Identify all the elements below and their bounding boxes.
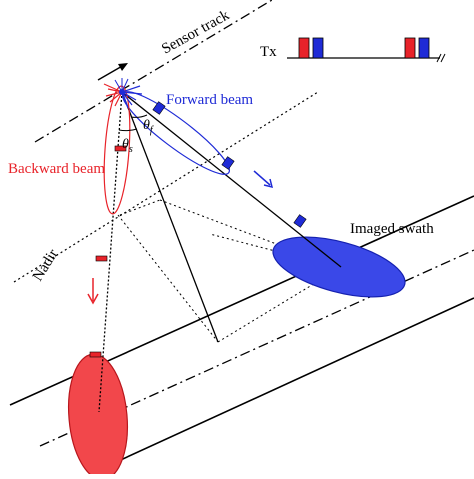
forward-pulse-2: [221, 156, 235, 170]
nadir-label: Nadir: [30, 247, 62, 284]
forward-pulse-3: [293, 214, 307, 228]
ground-projection-1: [117, 214, 219, 343]
center-beam-line: [121, 91, 219, 343]
sensor-track-label: Sensor track: [159, 7, 232, 57]
tx-pulse-train: [287, 37, 446, 63]
tx-break-icon: [436, 53, 446, 63]
sensor-antenna-icon: [103, 78, 143, 109]
backward-pulse-1: [114, 145, 127, 152]
theta-f-arc: [130, 114, 148, 118]
ground-projection-4: [119, 199, 161, 216]
backward-beam-lobe: [103, 85, 131, 215]
backward-pulse-2: [95, 255, 108, 262]
forward-pulse-1: [152, 101, 166, 115]
forward-beam-line: [121, 91, 342, 268]
track-direction-arrow-icon: [97, 63, 128, 81]
theta-s-label: θs: [122, 137, 133, 155]
tx-pulse-blue-1: [312, 37, 324, 59]
swath-rail-inner: [89, 297, 474, 475]
theta-s-arc: [118, 128, 138, 132]
backward-footprint: [67, 353, 129, 479]
backward-pulse-3: [89, 351, 102, 358]
forward-footprint: [272, 236, 406, 298]
theta-f-label: θf: [143, 118, 154, 136]
ground-projection-5: [209, 233, 341, 269]
backward-beam-line: [98, 91, 123, 413]
tx-pulse-red-1: [298, 37, 310, 59]
forward-beam-label: Forward beam: [166, 92, 253, 108]
backward-beam-label: Backward beam: [8, 161, 105, 177]
sensor-track-line: [34, 0, 273, 143]
imaged-swath-label: Imaged swath: [350, 221, 434, 237]
ground-projection-3: [217, 267, 341, 343]
tx-pulse-blue-2: [418, 37, 430, 59]
tx-pulse-red-2: [404, 37, 416, 59]
forward-direction-arrow-icon: [253, 170, 274, 189]
tx-label: Tx: [260, 44, 277, 60]
backward-direction-arrow-icon: [87, 278, 99, 305]
